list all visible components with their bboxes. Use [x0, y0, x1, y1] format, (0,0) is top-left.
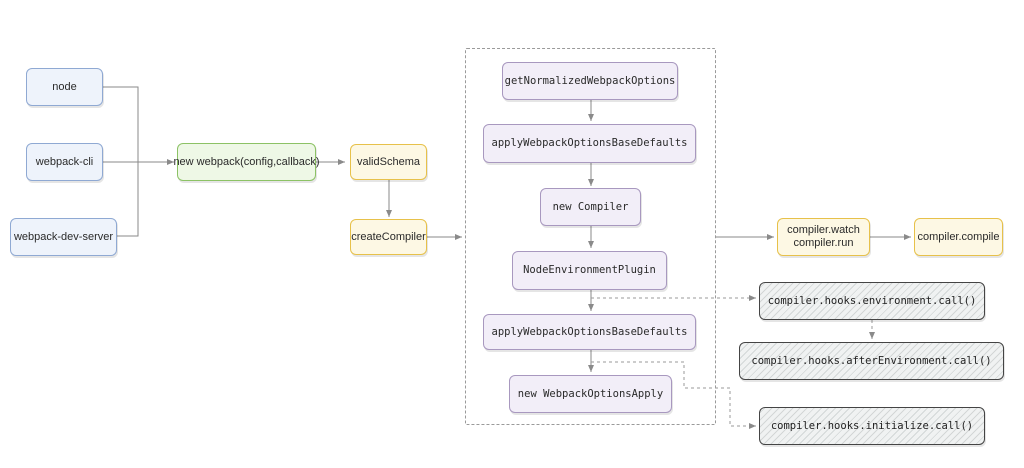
- node-new-compiler[interactable]: new Compiler: [540, 188, 641, 226]
- node-valid-schema[interactable]: validSchema: [350, 144, 427, 180]
- node-get-normalized-webpack-options[interactable]: getNormalizedWebpackOptions: [502, 62, 678, 100]
- node-apply-webpack-options-base-defaults-2[interactable]: applyWebpackOptionsBaseDefaults: [483, 314, 696, 350]
- node-hook-initialize[interactable]: compiler.hooks.initialize.call(): [759, 407, 985, 445]
- edge-node-to-new-webpack: [103, 86, 139, 162]
- node-webpack-cli[interactable]: webpack-cli: [26, 143, 103, 181]
- compiler-watch-label: compiler.watch: [787, 224, 860, 236]
- node-hook-after-environment[interactable]: compiler.hooks.afterEnvironment.call(): [739, 342, 1004, 380]
- compiler-run-label: compiler.run: [793, 237, 854, 249]
- node-apply-webpack-options-base-defaults-1[interactable]: applyWebpackOptionsBaseDefaults: [483, 124, 696, 163]
- node-compiler-watch-run[interactable]: compiler.watch compiler.run: [777, 218, 870, 256]
- node-new-webpack-options-apply[interactable]: new WebpackOptionsApply: [509, 375, 672, 413]
- node-node[interactable]: node: [26, 68, 103, 106]
- node-node-environment-plugin[interactable]: NodeEnvironmentPlugin: [512, 251, 667, 290]
- node-new-webpack[interactable]: new webpack(config,callback): [173, 143, 320, 181]
- create-compiler-group: [465, 48, 716, 425]
- node-webpack-dev-server[interactable]: webpack-dev-server: [10, 218, 117, 256]
- node-create-compiler[interactable]: createCompiler: [350, 219, 427, 255]
- node-hook-environment[interactable]: compiler.hooks.environment.call(): [759, 282, 985, 320]
- node-compiler-compile[interactable]: compiler.compile: [914, 218, 1003, 256]
- edge-dev-server-to-new-webpack: [117, 162, 139, 237]
